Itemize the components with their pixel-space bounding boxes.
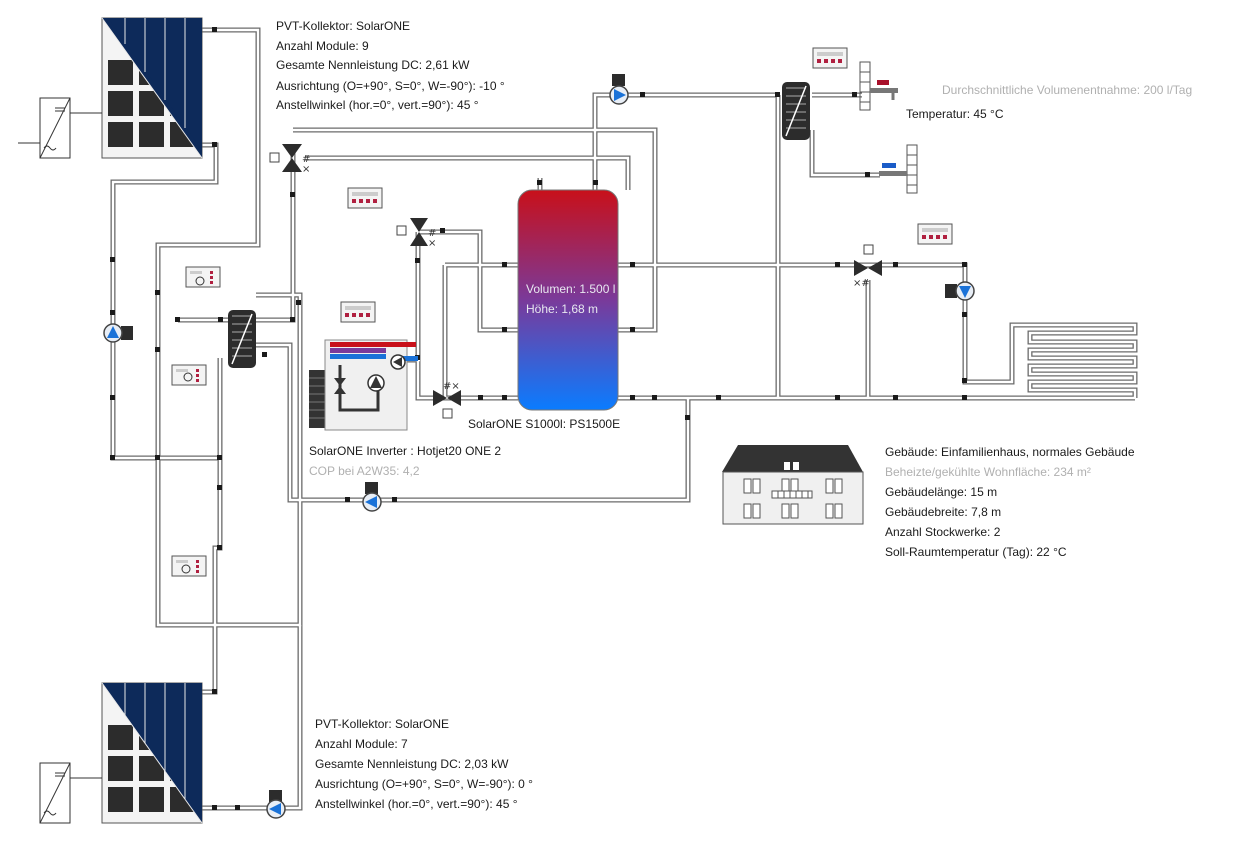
collector-bottom-title: PVT-Kollektor: SolarONE xyxy=(315,717,450,731)
pvt-collector-top[interactable] xyxy=(101,17,203,159)
collector-top-modules: Anzahl Module: 9 xyxy=(276,39,369,53)
controller-icon[interactable] xyxy=(812,47,848,69)
controller-icon[interactable] xyxy=(171,555,207,577)
pump-icon[interactable] xyxy=(609,74,629,105)
building-room-temp: Soll-Raumtemperatur (Tag): 22 °C xyxy=(885,545,1067,559)
collector-top-title: PVT-Kollektor: SolarONE xyxy=(276,19,411,33)
collector-top-orientation: Ausrichtung (O=+90°, S=0°, W=-90°): -10 … xyxy=(276,79,505,93)
collector-top-tilt: Anstellwinkel (hor.=0°, vert.=90°): 45 ° xyxy=(276,98,479,112)
building-floors: Anzahl Stockwerke: 2 xyxy=(885,525,1001,539)
collector-bottom-modules: Anzahl Module: 7 xyxy=(315,737,408,751)
heat-pump-name: SolarONE Inverter : Hotjet20 ONE 2 xyxy=(309,444,502,458)
svg-text:#: # xyxy=(428,228,436,239)
three-way-valve-icon[interactable]: # × xyxy=(269,144,310,175)
collector-bottom-tilt: Anstellwinkel (hor.=0°, vert.=90°): 45 ° xyxy=(315,797,518,811)
storage-height: Höhe: 1,68 m xyxy=(526,302,599,316)
pump-icon[interactable] xyxy=(945,281,975,301)
controller-icon[interactable] xyxy=(917,223,953,245)
svg-text:×: × xyxy=(428,238,436,249)
pipe-network xyxy=(110,27,1138,811)
pv-inverter-icon[interactable] xyxy=(39,762,102,824)
hot-water-consumption: Durchschnittliche Volumenentnahme: 200 l… xyxy=(942,83,1193,97)
pump-icon[interactable] xyxy=(103,323,133,343)
building-length: Gebäudelänge: 15 m xyxy=(885,485,998,499)
svg-text:×: × xyxy=(302,164,310,175)
svg-text:×#: ×# xyxy=(853,278,870,289)
heat-pump[interactable] xyxy=(309,339,418,431)
collector-top-power: Gesamte Nennleistung DC: 2,61 kW xyxy=(276,58,470,72)
storage-name: SolarONE S1000l: PS1500E xyxy=(468,417,621,431)
hot-water-tap-icon[interactable] xyxy=(859,61,898,111)
three-way-valve-icon[interactable]: #× xyxy=(433,381,461,419)
pump-icon[interactable] xyxy=(362,482,382,512)
svg-text:#×: #× xyxy=(443,381,460,392)
pv-inverter-icon[interactable] xyxy=(18,97,102,159)
building-width: Gebäudebreite: 7,8 m xyxy=(885,505,1002,519)
house-icon[interactable] xyxy=(722,445,864,525)
pvt-collector-bottom[interactable] xyxy=(101,682,203,824)
storage-volume: Volumen: 1.500 l xyxy=(526,282,616,296)
pump-icon[interactable] xyxy=(266,790,286,819)
controller-icon[interactable] xyxy=(185,266,221,288)
heat-exchanger-icon[interactable] xyxy=(228,310,256,368)
heat-pump-cop: COP bei A2W35: 4,2 xyxy=(309,464,420,478)
building-type: Gebäude: Einfamilienhaus, normales Gebäu… xyxy=(885,445,1135,459)
hot-water-temperature: Temperatur: 45 °C xyxy=(906,107,1004,121)
collector-bottom-power: Gesamte Nennleistung DC: 2,03 kW xyxy=(315,757,509,771)
storage-tank[interactable] xyxy=(517,189,619,411)
controller-icon[interactable] xyxy=(347,187,383,209)
controller-icon[interactable] xyxy=(171,364,207,386)
controller-icon[interactable] xyxy=(340,301,376,323)
building-area: Beheizte/gekühlte Wohnfläche: 234 m² xyxy=(885,465,1091,479)
svg-text:#: # xyxy=(302,154,310,165)
three-way-valve-icon[interactable]: ×# xyxy=(853,244,882,289)
cold-water-tap-icon[interactable] xyxy=(879,144,918,194)
heat-exchanger-icon[interactable] xyxy=(782,82,810,140)
three-way-valve-icon[interactable]: # × xyxy=(396,218,436,249)
collector-bottom-orientation: Ausrichtung (O=+90°, S=0°, W=-90°): 0 ° xyxy=(315,777,533,791)
